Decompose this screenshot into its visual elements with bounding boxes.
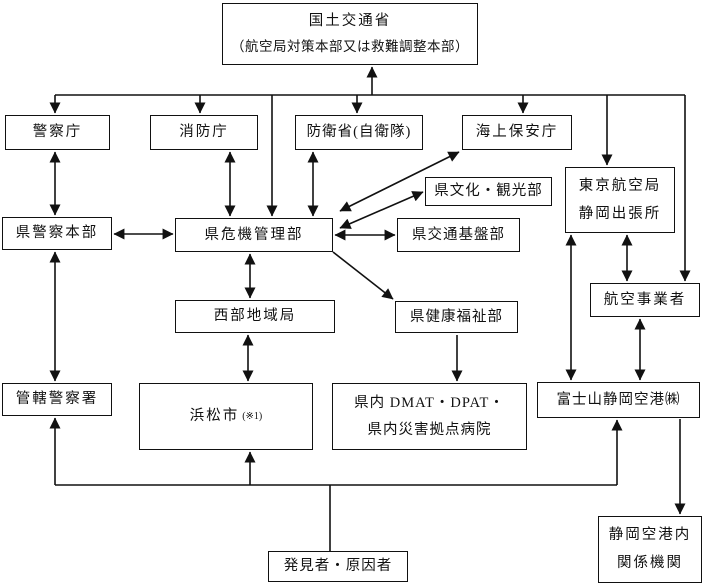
node-air-operators: 航空事業者	[590, 283, 700, 317]
node-airport-related-organizations: 静岡空港内 関係機関	[598, 516, 702, 583]
node-mlit-subtitle: （航空局対策本部又は救難調整本部）	[231, 39, 469, 55]
node-mlit: 国土交通省 （航空局対策本部又は救難調整本部）	[222, 3, 478, 65]
node-fire-agency: 消防庁	[150, 115, 258, 150]
node-jurisdiction-police-station: 管轄警察署	[2, 383, 112, 416]
node-coast-guard: 海上保安庁	[462, 115, 572, 150]
node-label: 県健康福祉部	[410, 308, 503, 325]
node-footnote-ref: (※1)	[242, 410, 263, 422]
node-label: 管轄警察署	[15, 391, 99, 408]
node-label: 県危機管理部	[204, 226, 304, 243]
node-tokyo-civil-aviation-bureau: 東京航空局 静岡出張所	[565, 167, 675, 233]
node-label: 防衛省(自衛隊)	[306, 124, 412, 141]
node-national-police-agency: 警察庁	[5, 115, 110, 150]
node-label: 警察庁	[32, 124, 83, 141]
node-label: 富士山静岡空港㈱	[556, 391, 681, 408]
node-label-line2: 県内災害拠点病院	[367, 421, 492, 438]
node-culture-tourism-dept: 県文化・観光部	[425, 177, 552, 206]
node-transport-infrastructure-dept: 県交通基盤部	[397, 218, 520, 252]
node-label-line1: 静岡空港内	[608, 527, 692, 544]
node-label-line2: 静岡出張所	[578, 205, 662, 222]
node-label: 航空事業者	[603, 291, 687, 308]
node-label: 発見者・原因者	[283, 558, 393, 575]
node-label-line1: 東京航空局	[578, 177, 662, 194]
node-health-welfare-dept: 県健康福祉部	[395, 301, 518, 333]
node-mt-fuji-shizuoka-airport: 富士山静岡空港㈱	[537, 382, 700, 418]
node-defense-ministry: 防衛省(自衛隊)	[295, 115, 423, 150]
node-label: 海上保安庁	[475, 124, 559, 141]
node-label: 県文化・観光部	[434, 183, 543, 200]
node-western-regional-bureau: 西部地域局	[175, 300, 335, 333]
node-label: 浜松市	[189, 408, 240, 425]
node-crisis-management-dept: 県危機管理部	[175, 218, 333, 252]
node-label: 西部地域局	[213, 308, 297, 325]
node-mlit-title: 国土交通省	[308, 13, 392, 30]
node-label-line1: 県内 DMAT・DPAT・	[354, 394, 505, 411]
node-hamamatsu-city: 浜松市 (※1)	[139, 383, 313, 450]
node-label: 県警察本部	[15, 225, 99, 242]
node-dmat-hospitals: 県内 DMAT・DPAT・ 県内災害拠点病院	[332, 383, 527, 450]
node-label-line2: 関係機関	[617, 555, 683, 571]
node-finder-causer: 発見者・原因者	[268, 551, 408, 582]
node-label: 消防庁	[179, 124, 229, 141]
node-label: 県交通基盤部	[412, 226, 505, 243]
node-pref-police-hq: 県警察本部	[2, 217, 112, 250]
